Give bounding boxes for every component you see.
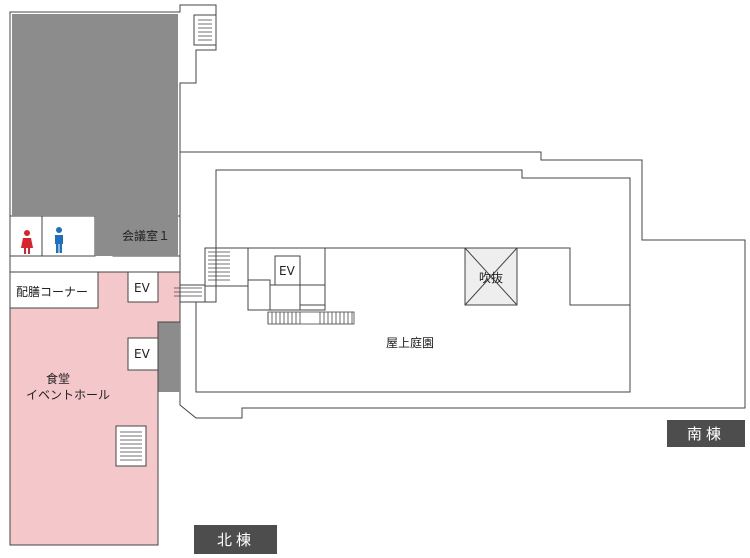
female-restroom-icon (21, 230, 33, 254)
cafeteria-label-line1: 食堂 (46, 371, 70, 386)
east-rooftop-band (325, 247, 630, 306)
south-core-lift-bay (247, 279, 271, 311)
stair-treads (120, 19, 355, 461)
rooftop-garden-label: 屋上庭園 (386, 335, 434, 350)
elevator-north-lower (127, 337, 159, 371)
south-stair-well (204, 247, 249, 287)
ev-north-lower-label: EV (134, 347, 151, 361)
elevator-north-upper (127, 271, 159, 303)
north-stair-lower (115, 425, 147, 467)
north-building-label: 北棟 (217, 531, 255, 549)
serving-corner-label: 配膳コーナー (16, 284, 88, 299)
male-restroom-icon (55, 227, 63, 253)
north-stair-top (193, 14, 217, 46)
north-service-core (12, 14, 178, 256)
south-core-duct (299, 284, 326, 306)
rooftop-boundary (195, 169, 631, 393)
atrium-label: 吹抜 (479, 271, 503, 285)
south-building-badge (667, 420, 745, 447)
ev-center-label: EV (279, 264, 296, 278)
south-building-label: 南棟 (687, 425, 725, 443)
south-core-shaft (269, 284, 301, 311)
restroom-block (9, 215, 96, 257)
north-building-badge (194, 525, 277, 554)
meeting-room-label: 会議室１ (122, 228, 170, 243)
elevator-center (274, 255, 301, 286)
cafeteria-label-line2: イベントホール (26, 388, 110, 402)
cafeteria-event-hall (9, 271, 181, 546)
ev-north-upper-label: EV (134, 281, 151, 295)
south-building-outline (179, 151, 746, 419)
north-shaft-dark (158, 322, 180, 392)
